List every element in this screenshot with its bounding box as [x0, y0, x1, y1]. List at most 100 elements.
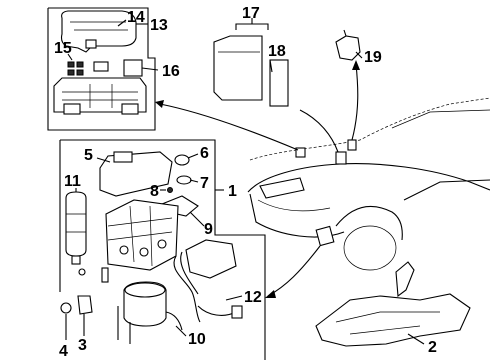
sensor-location: [347, 139, 357, 151]
module-base-foot-2: [121, 103, 139, 115]
control-module-group: [47, 7, 156, 131]
callout-7: 7: [200, 175, 209, 192]
sensor-19: [335, 35, 361, 61]
leader-19: [355, 51, 363, 59]
windshield-line: [391, 109, 490, 129]
callout-17-bracket: [235, 23, 269, 30]
callout-18: 18: [268, 43, 286, 60]
sensor-3: [77, 295, 93, 315]
sensor-19-pin: [343, 29, 347, 37]
modulator-block: [105, 199, 179, 271]
callout-17: 17: [242, 5, 260, 22]
callout-16: 16: [162, 63, 180, 80]
subframe-ribs: [335, 311, 440, 335]
headlamp: [259, 177, 305, 199]
callout-15: 15: [54, 40, 72, 57]
clip-3: [67, 69, 75, 76]
abs-frame-right: [60, 139, 266, 360]
leader-16: [141, 67, 159, 71]
callout-14: 14: [127, 9, 145, 26]
callout-3: 3: [78, 337, 87, 354]
leader-7: [189, 179, 199, 183]
arrow-head-sensor: [352, 60, 360, 70]
grommet-6: [174, 154, 190, 166]
bumper-lower: [249, 193, 345, 238]
front-wheel: [343, 225, 397, 271]
reservoir-cap: [113, 151, 133, 163]
module-connector: [85, 39, 97, 49]
brake-pipe-1: [173, 255, 201, 323]
subframe-mount: [395, 261, 415, 298]
leader-5: [96, 157, 111, 163]
subframe-group: [315, 261, 471, 347]
leader-14: [117, 19, 127, 27]
callout-9: 9: [204, 221, 213, 238]
callout-2: 2: [428, 339, 437, 356]
vehicle-outline: [247, 97, 490, 271]
ecu-label-card: [269, 59, 289, 107]
module-cover: [60, 10, 137, 53]
brake-pipe-2: [180, 251, 199, 295]
callout-19: 19: [364, 49, 382, 66]
leader-18: [269, 59, 273, 73]
leader-15: [67, 53, 73, 61]
module-cover-ribs: [70, 21, 128, 31]
grommet-7: [176, 175, 192, 185]
subframe: [315, 293, 471, 347]
pump-motor-top: [124, 282, 166, 298]
relay-16: [123, 59, 143, 77]
control-module-frame: [47, 7, 156, 131]
arrow-head-module: [155, 100, 164, 108]
wheel-sensor-location: [315, 225, 335, 247]
bolt-8: [167, 187, 173, 193]
ecu-body: [213, 35, 263, 101]
callout-6: 6: [200, 145, 209, 162]
callout-5: 5: [84, 147, 93, 164]
bumper-grille: [257, 199, 331, 212]
callout-8: 8: [150, 183, 159, 200]
o-ring: [78, 268, 86, 276]
leader-12: [225, 295, 243, 301]
modulator-detail: [107, 205, 173, 267]
arrow-line-sensor: [351, 63, 359, 141]
small-bolt: [101, 267, 109, 283]
relay-small: [93, 61, 109, 72]
leader-6: [187, 153, 199, 159]
leader-9: [189, 211, 205, 227]
callout-1: 1: [228, 183, 237, 200]
accumulator-fitting: [71, 255, 81, 265]
leader-10: [175, 325, 187, 337]
ecu-group: [213, 18, 289, 107]
module-base-detail: [62, 84, 138, 108]
ecu-location: [335, 151, 347, 165]
pressure-switch-housing: [185, 239, 237, 279]
arrow-line-abs: [267, 245, 321, 297]
clip-4: [76, 69, 84, 76]
clip-1: [67, 61, 75, 68]
modulator-port-2: [139, 247, 149, 257]
callout-labels: 14 13 15 16 17 18 19 5 6 7 8 1 11 9 12 1…: [54, 5, 437, 360]
accumulator: [65, 191, 87, 257]
leader-lines: [65, 19, 425, 345]
leader-2: [407, 333, 425, 345]
callout-4: 4: [59, 343, 68, 360]
abs-modulator-group: [59, 139, 266, 360]
arrow-line-ecu: [299, 109, 339, 153]
accumulator-bands: [66, 213, 86, 233]
callout-10: 10: [188, 331, 206, 348]
sensor-19-group: [335, 29, 361, 61]
hood-line: [249, 97, 490, 161]
modulator-port-3: [157, 239, 167, 249]
reservoir: [99, 151, 173, 197]
arrow-head-abs: [265, 290, 276, 298]
brake-pipe-3: [197, 305, 237, 316]
pipe-fitting: [231, 305, 243, 319]
modulator-port-1: [119, 245, 129, 255]
clip-2: [76, 61, 84, 68]
pump-wire: [165, 311, 183, 331]
module-location: [295, 147, 306, 158]
body-side: [403, 179, 490, 201]
front-contour: [247, 163, 490, 193]
